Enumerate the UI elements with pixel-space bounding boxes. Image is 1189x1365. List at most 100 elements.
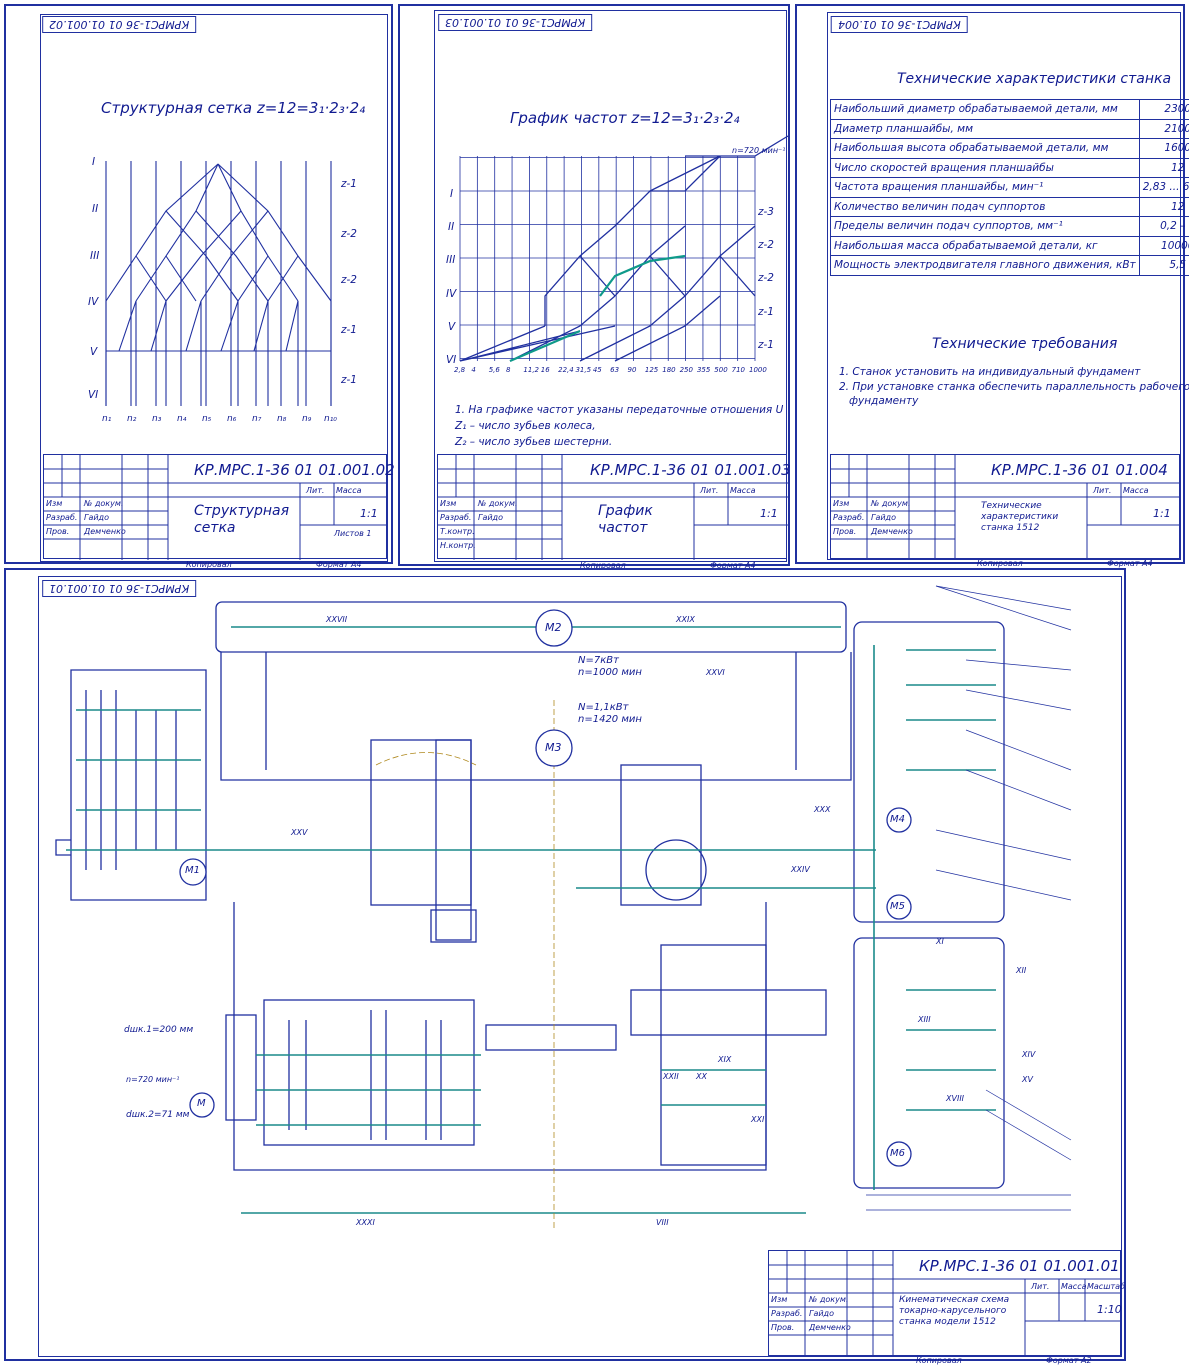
x-tick-label: 63 <box>610 366 619 374</box>
x-tick-label: 8 <box>506 366 510 374</box>
spec-name: Наибольшая масса обрабатываемой детали, … <box>831 236 1140 256</box>
spec-name: Частота вращения планшайбы, мин⁻¹ <box>831 178 1140 198</box>
x-tick-label: 16 <box>541 366 550 374</box>
shaft-label: XXII <box>663 1072 679 1081</box>
shaft-label: XIX <box>718 1055 731 1064</box>
shaft-label: XXI <box>751 1115 764 1124</box>
sheet-kinematic-scheme: КРМРС1-36 01 01.001.01 <box>4 568 1126 1361</box>
right-label: z-1 <box>341 324 357 336</box>
pulley-top-label: dшк.1=200 мм <box>124 1025 193 1035</box>
bottom-label: n₂ <box>127 414 136 424</box>
hdr-doc: № докум. <box>478 499 517 508</box>
hdr-doc: № докум. <box>84 499 123 508</box>
spec-name: Диаметр планшайбы, мм <box>831 119 1140 139</box>
mass: Масса <box>336 486 362 495</box>
spec-name: Количество величин подач суппортов <box>831 197 1140 217</box>
shaft-label: XX <box>696 1072 707 1081</box>
motor-m2-label: M2 <box>545 621 562 634</box>
right-label: z-2 <box>758 272 774 284</box>
right-label: z-1 <box>341 374 357 386</box>
shaft-label: XXIX <box>676 615 695 624</box>
x-tick-label: 710 <box>732 366 745 374</box>
spec-value: 2300 <box>1139 100 1189 120</box>
row-label: II <box>92 203 98 215</box>
bottom-label: n₁ <box>102 414 111 424</box>
spec-value: 2100 <box>1139 119 1189 139</box>
row-tcontr: Т.контр. <box>440 527 475 536</box>
motor-m4-label: M4 <box>890 814 905 825</box>
row-label: III <box>90 250 99 262</box>
nmax-label: n=720 мин⁻¹ <box>732 146 785 155</box>
specs-title: Технические характеристики станка <box>897 71 1171 87</box>
row-chk: Пров. <box>46 527 69 536</box>
motor-m3-label: M3 <box>545 741 562 754</box>
spec-value: 5,5 <box>1139 256 1189 276</box>
stamp-code: КР.МРС.1-36 01 01.001.02 <box>194 461 395 479</box>
requirements-title: Технические требования <box>932 336 1117 352</box>
x-tick-label: 355 <box>697 366 710 374</box>
bottom-label: n₇ <box>252 414 261 424</box>
row-label: II <box>448 221 454 233</box>
shaft-label: XIV <box>1022 1050 1035 1059</box>
shaft-label: XXXI <box>356 1218 375 1227</box>
row-label: V <box>448 321 455 333</box>
table-row: Наибольшая масса обрабатываемой детали, … <box>831 236 1189 256</box>
pulley-bottom-label: dшк.2=71 мм <box>126 1110 189 1120</box>
row-label: V <box>90 346 97 358</box>
right-label: z-2 <box>758 239 774 251</box>
x-tick-label: 11,2 <box>523 366 539 374</box>
row-ncontr: Н.контр. <box>440 541 476 550</box>
spec-value: 12 <box>1139 158 1189 178</box>
motor-m6-label: M6 <box>890 1148 905 1159</box>
right-label: z-3 <box>758 206 774 218</box>
shaft-label: XXVI <box>706 668 725 677</box>
stamp-code: КР.МРС.1-36 01 01.001.03 <box>590 461 791 479</box>
title-block: КР.МРС.1-36 01 01.001.03 График частот 1… <box>437 454 787 559</box>
hdr-izm: Изм <box>46 499 62 508</box>
stamp-name: Структурная сетка <box>194 503 294 537</box>
stamp-code: КР.МРС.1-36 01 01.001.01 <box>919 1257 1120 1275</box>
right-label: z-1 <box>758 339 774 351</box>
motor-speed-2: n=1420 мин <box>578 714 642 725</box>
note-3: Z₂ – число зубьев шестерни. <box>455 436 612 448</box>
right-label: z-1 <box>341 178 357 190</box>
title-block: КР.МРС.1-36 01 01.001.01 Кинематическая … <box>768 1250 1121 1356</box>
scale: 1:10 <box>1097 1303 1122 1316</box>
bottom-label: n₉ <box>302 414 311 424</box>
spec-name: Наибольшая высота обрабатываемой детали,… <box>831 139 1140 159</box>
stamp-name: Кинематическая схема токарно-карусельног… <box>899 1295 1019 1328</box>
row-dev: Разраб. <box>771 1309 802 1318</box>
spec-value: 12 <box>1139 197 1189 217</box>
mass: Масса <box>1061 1282 1087 1291</box>
row-label: IV <box>446 288 456 300</box>
sheet-structural-grid: КРМРС1-36 01 01.001.02 Структурная сетка… <box>4 4 393 564</box>
x-tick-label: 250 <box>680 366 693 374</box>
sheet-specifications: КРМРС1-36 01 01.004 Технические характер… <box>795 4 1185 564</box>
sheet-frequency-chart: КРМРС1-36 01 01.001.03 График частот z=1… <box>398 4 790 566</box>
stamp-name: График частот <box>598 503 668 537</box>
row-chk: Пров. <box>833 527 856 536</box>
scale: 1:1 <box>760 507 778 520</box>
bottom-label: n₅ <box>202 414 211 424</box>
spec-value: 0,2 – 9 <box>1139 217 1189 237</box>
stamp-name: Технические характеристики станка 1512 <box>981 501 1081 534</box>
x-tick-label: 90 <box>628 366 637 374</box>
row-label: VI <box>88 389 98 401</box>
bottom-label: n₈ <box>277 414 286 424</box>
spec-name: Мощность электродвигателя главного движе… <box>831 256 1140 276</box>
x-tick-label: 4 <box>471 366 475 374</box>
stamp-code: КР.МРС.1-36 01 01.004 <box>991 461 1168 479</box>
table-row: Мощность электродвигателя главного движе… <box>831 256 1189 276</box>
format: Формат А2 <box>1046 1356 1092 1365</box>
scale: 1:1 <box>1153 507 1171 520</box>
shaft-label: VIII <box>656 1218 669 1227</box>
mass: Масса <box>1123 486 1149 495</box>
requirement-2: 2. При установке станка обеспечить парал… <box>839 381 1189 393</box>
row-label: I <box>92 156 95 168</box>
shaft-label: XXVII <box>326 615 347 624</box>
x-tick-label: 500 <box>714 366 727 374</box>
requirement-3: фундаменту <box>849 395 918 407</box>
lit: Лит. <box>700 486 718 495</box>
